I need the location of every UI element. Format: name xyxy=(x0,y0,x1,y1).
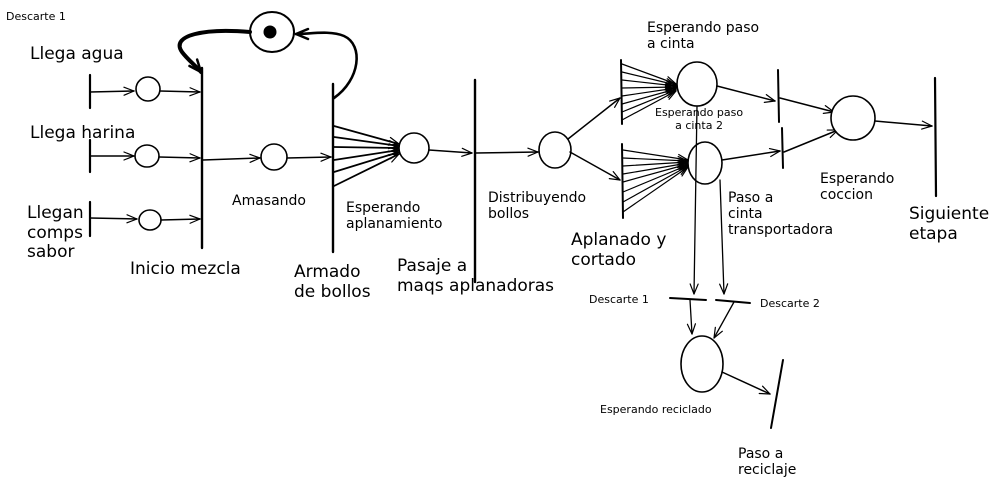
arc-fan-1d xyxy=(621,82,677,92)
place-esperando-coccion xyxy=(830,95,876,141)
esperando-cinta-2-label: Esperando paso a cinta 2 xyxy=(655,106,744,132)
inicio-mezcla-label: Inicio mezcla xyxy=(130,259,241,279)
arc-token-to-mezcla xyxy=(177,28,252,74)
arc-comps-to-mezcla xyxy=(160,214,201,224)
esperando-reciclado-label: Esperando reciclado xyxy=(600,403,712,416)
place-agua xyxy=(135,76,161,102)
arc-harina-to-mezcla xyxy=(158,153,201,163)
arc-descarte2-to-reciclado xyxy=(713,301,735,339)
arc-comps-to-place xyxy=(89,214,138,224)
place-distribuyendo xyxy=(538,131,572,169)
arc-armado-to-espera-2 xyxy=(333,136,400,150)
arc-cinta1-to-paso xyxy=(716,85,776,103)
distribuyendo-label: Distribuyendo bollos xyxy=(488,190,587,223)
aplanado-cortado-label: Aplanado y cortado xyxy=(571,230,667,270)
arc-pasaje-to-distribuyendo xyxy=(475,147,539,157)
arc-amasando-to-armado xyxy=(286,152,332,162)
descarte-1-label: Descarte 1 xyxy=(589,293,649,306)
arc-cinta1-to-descarte1 xyxy=(689,105,699,295)
armado-bollos-label: Armado de bollos xyxy=(294,262,371,302)
place-esperando-aplanamiento xyxy=(398,132,430,164)
descarte-2-label: Descarte 2 xyxy=(760,297,820,310)
transition-aplanado-1 xyxy=(620,59,623,125)
arc-paso2-to-coccion xyxy=(783,129,839,153)
arc-coccion-to-siguiente xyxy=(874,120,933,130)
arc-armado-to-espera-6 xyxy=(333,153,400,187)
amasando-label: Amasando xyxy=(232,193,306,209)
esperando-coccion-label: Esperando coccion xyxy=(820,171,895,204)
arc-agua-to-mezcla xyxy=(159,87,201,97)
arc-descarte1-to-reciclado xyxy=(686,299,697,335)
transition-paso-cinta-2 xyxy=(781,127,784,169)
arc-fan-2h xyxy=(622,166,689,213)
arc-agua-to-place xyxy=(89,86,135,96)
esperando-aplanamiento-label: Esperando aplanamiento xyxy=(346,200,443,233)
arc-armado-to-espera-3 xyxy=(333,143,400,153)
arc-paso1-to-coccion xyxy=(779,97,835,114)
place-comps xyxy=(138,209,162,231)
llega-harina-label: Llega harina xyxy=(30,123,136,143)
token-dot xyxy=(263,25,277,39)
pasaje-maqs-label: Pasaje a maqs aplanadoras xyxy=(397,256,555,296)
transition-paso-reciclaje xyxy=(770,359,784,429)
arc-fan-1h xyxy=(621,90,677,121)
transition-descarte-2 xyxy=(715,299,751,304)
llega-agua-label: Llega agua xyxy=(30,44,124,64)
arc-cinta2-to-descarte2 xyxy=(719,179,729,295)
place-esperando-cinta-2 xyxy=(687,141,723,185)
paso-reciclaje-label: Paso a reciclaje xyxy=(738,446,797,479)
arc-fan-2e xyxy=(622,162,689,183)
place-esperando-cinta-1 xyxy=(676,61,718,107)
descarte-corner-label: Descarte 1 xyxy=(6,10,66,23)
transition-siguiente-etapa xyxy=(933,76,938,198)
arc-espera-to-pasaje xyxy=(428,147,473,157)
arc-distribuyendo-to-t2 xyxy=(569,151,621,181)
esperando-cinta-1-label: Esperando paso a cinta xyxy=(647,20,760,53)
place-harina xyxy=(134,144,160,168)
arc-fan-2g xyxy=(622,165,689,203)
siguiente-etapa-label: Siguiente etapa xyxy=(909,204,990,244)
arc-reciclado-to-paso xyxy=(721,371,771,395)
arc-fan-2a xyxy=(622,149,689,164)
arc-armado-to-token xyxy=(294,27,358,100)
place-amasando xyxy=(260,143,288,171)
transition-aplanado-2 xyxy=(621,143,624,219)
place-esperando-reciclado xyxy=(680,335,724,393)
transition-descarte-1 xyxy=(669,297,707,301)
arc-fan-1f xyxy=(621,87,677,105)
arc-distribuyendo-to-t1 xyxy=(567,97,621,140)
paso-cinta-label: Paso a cinta transportadora xyxy=(728,190,834,239)
arc-fan-2c xyxy=(622,158,689,168)
arc-mezcla-to-amasando xyxy=(202,153,261,163)
transition-paso-cinta-1 xyxy=(777,69,780,123)
llegan-comps-label: Llegan comps sabor xyxy=(27,203,84,263)
arc-cinta2-to-paso xyxy=(721,147,781,161)
